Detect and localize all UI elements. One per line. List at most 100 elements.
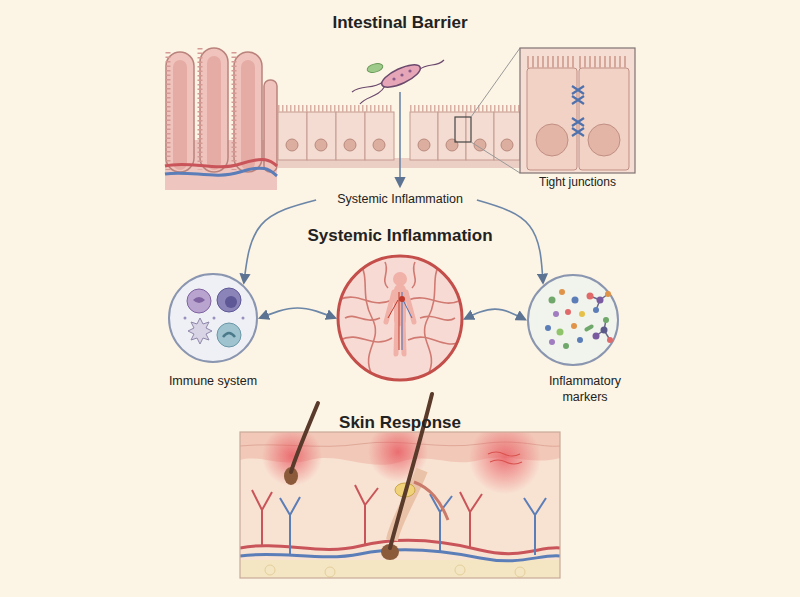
skin-cross-section [262,432,322,486]
immune-cells [213,317,216,320]
villi [264,80,277,172]
marker-molecules [549,339,555,345]
zoom-lines [455,117,471,142]
part-label: Tight junctions [510,175,645,190]
body-circle [338,297,392,303]
flow-arrow [399,92,401,186]
bacterium [366,62,384,74]
marker-molecules [563,343,569,349]
epithelium [466,112,494,160]
part-label: Immune system [150,374,276,390]
body-circle [412,262,415,288]
body-circle [408,337,462,344]
human-figure [399,296,405,302]
immune-cells [217,288,241,312]
marker-molecules [528,275,618,365]
inset-box: Tight junctions [520,48,635,190]
skin-cross-section [240,550,560,561]
epithelium [278,112,307,160]
skin-cross-section [515,567,525,577]
body-circle [345,316,380,320]
marker-molecules [549,297,556,304]
marker-molecules [593,333,600,340]
marker-molecules [559,289,565,295]
marker-molecules [553,311,559,317]
flow-arrow [244,200,316,283]
bacterium [352,60,444,104]
villi [241,60,255,170]
marker-molecules [593,307,599,313]
human-figure [388,292,399,350]
blood-vessel [165,160,277,167]
marker-molecules [584,324,595,332]
marker-molecules [597,297,604,304]
body-circle: Systemic Inflammation [300,224,500,384]
body-circle [338,256,462,380]
skin-cross-section [265,565,275,575]
tight-junction-inset [527,68,577,170]
flow-arrow [477,200,543,283]
marker-molecules [571,323,577,329]
tight-junction-inset [536,124,568,156]
tight-junction-inset [588,124,620,156]
immune-cells [225,296,237,308]
hair-shaft [291,403,318,472]
skin-cross-section [455,565,465,575]
immune-cells [217,323,241,347]
marker-molecules [601,327,608,334]
skin-cross-section [414,482,448,520]
tight-junction-inset [520,48,635,173]
epithelium [410,112,438,160]
tight-junction-inset [579,68,629,170]
body-circle [338,262,462,375]
zoom-lines [471,142,520,173]
marker-molecules [577,337,583,343]
human-figure [386,272,414,354]
marker-molecules [607,337,613,343]
gut-panel: Tight junctions Intestinal Barrier [160,8,640,200]
skin-cross-section [240,540,560,553]
epithelium [344,139,356,151]
villi [207,56,221,170]
section-heading: Intestinal Barrier [160,12,640,33]
epithelium [418,139,430,151]
immune-cells [169,274,257,362]
bacterium [392,77,395,80]
marker-molecules [572,297,579,304]
immune-cells [223,333,235,337]
immune-cells [169,274,257,362]
marker-circle: Inflammatory markers [510,274,660,408]
section-heading: Skin Response [240,412,560,433]
skin-cross-section [325,567,335,577]
part-label: Inflammatory markers [540,374,630,405]
marker-molecules [528,275,618,365]
tight-junction-inset [579,56,629,68]
epithelium [365,112,394,160]
flow-arrow [260,308,335,318]
marker-molecules [565,309,571,315]
epithelium [278,109,520,169]
blood-vessel [165,168,277,176]
tight-junction-inset [520,48,635,173]
skin-cross-section [240,422,560,578]
bacterium [400,73,403,76]
body-circle [385,262,388,288]
human-figure [386,292,414,354]
epithelium [501,139,513,151]
epithelium [278,105,394,112]
immune-circle: Immune system [150,272,276,394]
villi [200,48,228,172]
body-circle [408,298,462,303]
villi [234,52,262,172]
marker-molecules [557,329,564,336]
marker-molecules [579,311,585,317]
epithelium [315,139,327,151]
bacterium [408,69,411,72]
immune-cells [188,318,212,344]
marker-molecules [605,291,611,297]
bacterium [352,60,444,104]
human-figure [393,272,407,286]
